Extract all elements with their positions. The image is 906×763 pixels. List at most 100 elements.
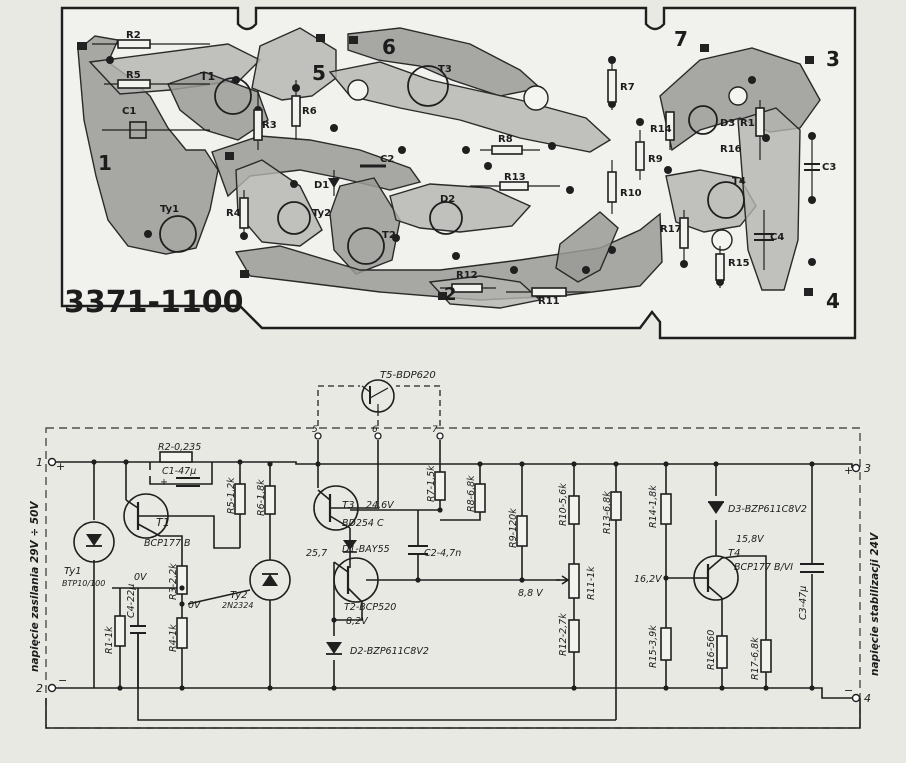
schematic: T5-BDP620 5 6 7 1 2 3 4 + − + − R2-0,235…: [29, 370, 881, 729]
r2-label: R2-0,235: [158, 442, 201, 453]
ty2-label: Ty2: [230, 590, 248, 601]
pcb-part-label: C1: [122, 106, 136, 117]
node-2-label: 2: [36, 682, 43, 695]
pcb-part-label: C4: [770, 232, 784, 243]
pcb-part-label: D3: [720, 118, 735, 129]
pcb-part-label: Ty1: [160, 204, 179, 215]
r9-label: R9-120k: [508, 508, 519, 548]
d1-label: D1-BAY55: [342, 544, 390, 555]
pcb-hole: [347, 79, 369, 101]
pcb-labels: 1 2 3 4 5 6 7 R2 R5 T1 C1 R3 R6 T3 R7 R1…: [64, 27, 840, 320]
node-voltage-158: 15,8V: [736, 534, 765, 545]
node-3-polarity: +: [844, 464, 853, 477]
pcb-part-label: R8: [498, 134, 513, 145]
t1-label: T1: [156, 516, 170, 529]
t4-type: BCP177 B/VI: [734, 562, 793, 573]
node-3-label: 3: [864, 462, 871, 475]
node-5-label: 5: [312, 425, 318, 435]
pcb-part-label: R7: [620, 82, 635, 93]
junction-dots: [91, 459, 815, 691]
node-voltage-82: 8,2V: [346, 616, 369, 627]
node-voltage-0v-b: 0V: [188, 600, 202, 611]
pcb-part-label: R4: [226, 208, 241, 219]
node-6-label: 6: [372, 425, 378, 435]
pcb-part-label: T2: [382, 230, 396, 241]
t5-label: T5-BDP620: [380, 370, 436, 381]
r1-label: R1-1k: [104, 626, 115, 654]
node-voltage-162: 16,2V: [634, 574, 663, 585]
schematic-labels: T5-BDP620 5 6 7 1 2 3 4 + − + − R2-0,235…: [29, 370, 881, 705]
pcb-part-label: R11: [538, 296, 560, 307]
pcb-part-label: R12: [456, 270, 478, 281]
node-1-polarity: +: [56, 460, 65, 473]
pcb-area-label: 5: [312, 61, 326, 85]
pcb-area-d2: [389, 183, 532, 233]
pcb-part-label: R5: [126, 70, 141, 81]
node-voltage-88: 8,8 V: [518, 588, 544, 599]
pcb-area-t2: [329, 177, 401, 275]
pcb-part-label: C3: [822, 162, 836, 173]
pcb-area-label: 2: [444, 284, 457, 305]
pcb-hole: [523, 85, 549, 111]
pcb-part-label: R6: [302, 106, 317, 117]
r3-label: R3-2,2k: [168, 563, 179, 600]
pcb-hole: [728, 86, 748, 106]
pcb-part-label: R16: [720, 144, 742, 155]
pcb-part-label: T1: [200, 70, 215, 83]
pcb-part-label: T4: [732, 176, 746, 187]
node-1-label: 1: [36, 456, 43, 469]
pcb-part-label: D2: [440, 194, 455, 205]
supply-input-label: napięcie zasilania 29V ÷ 50V: [29, 501, 41, 672]
r4-label: R4-1k: [168, 624, 179, 652]
pcb-part-label: R14: [650, 124, 672, 135]
pcb-area-t3: [328, 61, 612, 153]
board-number: 3371-1100: [64, 285, 243, 320]
pcb-part-label: R13: [504, 172, 526, 183]
pcb-area-r10-r11: [555, 211, 619, 283]
node-2-polarity: −: [58, 674, 67, 687]
r12-label: R12-2,7k: [558, 613, 569, 656]
ty2-type: 2N2324: [222, 601, 253, 610]
r13-label: R13-6,8k: [602, 491, 613, 534]
pcb-part-label: R15: [728, 258, 750, 269]
r7-label: R7-1,5k: [426, 465, 437, 502]
r6-label: R6-1,8k: [256, 479, 267, 516]
pcb-part-label: T3: [438, 64, 452, 75]
c3-label: C3-47μ: [798, 586, 809, 620]
r17-label: R17-6,8k: [750, 637, 761, 680]
node-voltage-257: 25,7: [306, 548, 327, 559]
t3-type: BD254 C: [342, 518, 384, 529]
pcb-area-right-column: [737, 107, 801, 291]
c1-label: C1-47μ: [162, 466, 196, 477]
t4-label: T4: [728, 548, 740, 559]
pcb-part-label: R10: [620, 188, 642, 199]
pcb-part-label: R3: [262, 120, 277, 131]
pcb-part-label: Ty2: [312, 208, 331, 219]
t2-label: T2-BCP520: [344, 602, 396, 613]
ty1-type: BTP10/100: [62, 579, 105, 588]
node-voltage-0v-a: 0V: [134, 572, 148, 583]
pcb-part-label: R9: [648, 154, 663, 165]
pcb-area-lower: [234, 212, 663, 301]
t3-label: T3: [342, 500, 354, 511]
c1-polarity: +: [160, 477, 168, 488]
pcb-part-label: R17: [660, 224, 682, 235]
c2-label: C2-4,7n: [424, 548, 461, 559]
r11-label: R11-1k: [586, 566, 597, 600]
d2-label: D2-BZP611C8V2: [350, 646, 429, 657]
r5-label: R5-1,2k: [226, 477, 237, 514]
pcb-hole: [711, 229, 733, 251]
pcb-area-label: 6: [382, 35, 396, 59]
r8-label: R8-6,8k: [466, 475, 477, 512]
node-4-polarity: −: [844, 684, 853, 697]
supply-output-label: napięcie stabilizacji 24V: [869, 532, 881, 676]
pcb-part-label: R2: [126, 30, 141, 41]
r15-label: R15-3,9k: [648, 625, 659, 668]
pcb-board: 1 2 3 4 5 6 7 R2 R5 T1 C1 R3 R6 T3 R7 R1…: [60, 6, 857, 340]
r16-label: R16-560: [706, 630, 717, 670]
pcb-components: [92, 39, 820, 297]
pcb-area-5: [251, 27, 337, 101]
pcb-part-label: R1: [740, 118, 755, 129]
ty1-label: Ty1: [64, 566, 82, 577]
